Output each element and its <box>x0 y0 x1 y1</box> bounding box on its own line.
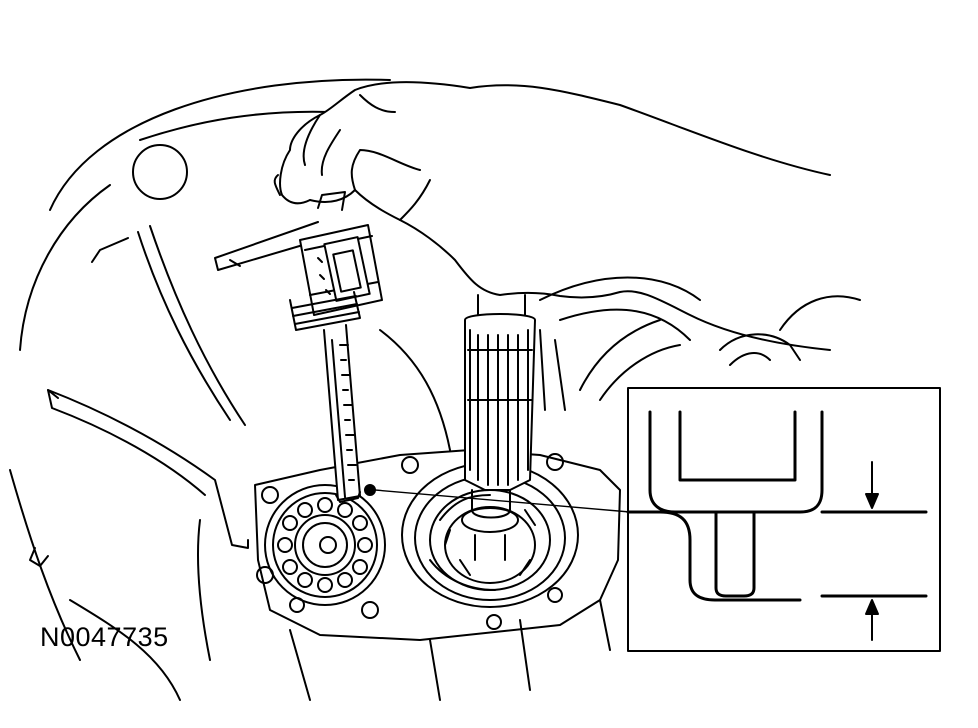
transmission-housing <box>9 78 861 701</box>
digital-caliper <box>214 191 383 503</box>
hand <box>273 81 831 351</box>
left-bearing <box>264 484 386 606</box>
case-plate <box>254 449 621 641</box>
detail-inset <box>626 387 941 652</box>
measurement-point <box>364 484 631 513</box>
figure-id-label: N0047735 <box>40 622 169 652</box>
input-shaft <box>461 294 536 561</box>
